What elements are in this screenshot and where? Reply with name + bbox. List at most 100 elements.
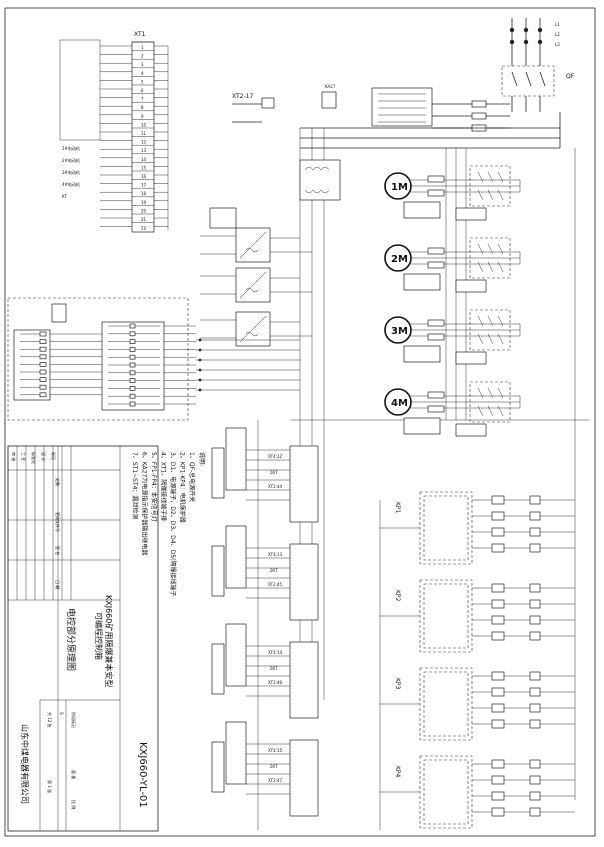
motor-label-1M: 1M [391,182,408,193]
psu-module-3 [200,311,312,347]
notes-heading: 说明: [198,452,206,466]
xt1-terminal-3: 3 [141,62,144,67]
sheet-border [4,7,596,837]
xt1-terminal-2: 2 [141,54,144,59]
incoming-terminal-2 [523,27,529,33]
weight-label: 重 量 [71,770,77,779]
xt1-terminal-1: 1 [141,45,144,50]
sheet-total: 共 12 张 [47,712,53,728]
xt1-terminal-21: 21 [141,217,147,222]
left-label-4: 4#电动机 [62,181,80,187]
psu-module-2 [200,267,312,303]
drawing-number: KXJ660-YL-01 [137,742,148,808]
rev-row-label-2: 工 艺 [21,452,26,461]
aux-xt4-3: XT4:14 [268,650,283,655]
psu-module-1 [200,227,312,263]
motor-label-4M: 4M [391,398,408,409]
fuse-2 [471,112,487,120]
aux-xt2-1: XT2:44 [268,484,283,489]
company-name: 山东中煤电器有限公司 [20,724,30,804]
plc-module [7,297,196,421]
psu-input-box [209,207,237,229]
aux-xt4-2: XT4:13 [268,552,283,557]
xt1-terminal-16: 16 [141,174,147,179]
xt1-terminal-14: 14 [141,157,147,162]
xt1-terminal-12: 12 [141,140,147,145]
protector-group-KP3: KP3 [380,667,575,741]
note-line-5: 5、FP1-FP4：本安信号灯 [150,452,158,522]
protector-label-KP4: KP4 [394,766,401,778]
aux-xt2-2: XT2:45 [268,582,283,587]
motor-label-2M: 2M [391,254,408,265]
xt1-terminal-6: 6 [141,88,144,93]
xt2-label: XT2-17 [232,93,253,100]
notes-block: 说明:1、QF-总电源开关2、KP1-KP4：电机保护器3、D1、电源端子、D2… [131,452,206,596]
s-label: S [59,712,64,715]
xt1-terminal-11: 11 [141,131,147,136]
fuse-1 [471,100,487,108]
power-supply-modules [196,207,312,392]
xt1-terminal-7: 7 [141,97,144,102]
motor-label-3M: 3M [391,326,408,337]
protector-label-KP2: KP2 [394,590,401,602]
xt1-terminal-8: 8 [141,105,144,110]
left-device-labels: 1#电动机 2#电动机 3#电动机 4#电动机 KT [62,145,80,199]
aux-xt2-4: XT2:47 [268,778,283,783]
xt1-terminal-19: 19 [141,200,147,205]
title-line2: 可编程控制箱 [94,612,104,660]
motor-4M: 4M [384,381,521,437]
title-block: 审 核工 艺标准化设 计标记处数更改文件号签 名日 期 KXJ660矿用隔爆兼本… [7,445,159,832]
sheet-index: 第 1 张 [47,780,53,793]
aux-007-1: 007 [270,470,278,475]
xt1-terminal-9: 9 [141,114,144,119]
aux-xt4-4: XT4:15 [268,748,283,753]
title-line3: 电控部分原理图 [65,608,77,671]
xt1-terminal-18: 18 [141,191,147,196]
protector-label-KP1: KP1 [394,502,401,514]
xt1-terminal-13: 13 [141,148,147,153]
motor-1M: 1M [384,165,521,221]
note-line-3: 3、D1、电源端子、D2、D3、D4、D5(隔爆接线端子 [169,452,177,596]
xt1-terminal-17: 17 [141,183,147,188]
title-line1: KXJ660矿用隔爆兼本安型 [104,595,114,687]
incoming-terminal-1 [509,27,515,33]
motor-2M: 2M [384,237,521,293]
aux-007-3: 007 [270,666,278,671]
scale-label: 比 例 [71,800,77,809]
xt1-terminal-22: 22 [141,226,147,231]
rev-row-label-3: 标准化 [31,452,37,464]
control-transformer [299,159,341,201]
left-label-1: 1#电动机 [62,145,80,151]
xt1-terminal-5: 5 [141,79,144,84]
rev-row-label-5: 标记 [51,452,57,460]
motor-branches: 1M 2M 3M 4M [384,165,521,437]
qf-breaker [501,65,555,97]
incoming-terminal-3 [537,27,543,33]
xt1-terminal-4: 4 [141,71,144,76]
motor-3M: 3M [384,309,521,365]
protector-group-KP1: KP1 [380,491,575,565]
aux-007-4: 007 [270,764,278,769]
l3-label: L3 [555,42,560,47]
note-line-4: 4、XT1、隔爆接线端子排 [160,452,168,521]
protector-group-KP4: KP4 [380,755,575,829]
note-line-2: 2、KP1-KP4：电机保护器 [179,452,187,523]
aux-xt4-1: XT4:12 [268,454,283,459]
xt1-terminal-10: 10 [141,122,147,127]
protector-label-KP3: KP3 [394,678,401,690]
l1-label: L1 [555,22,560,27]
xt1-terminal-20: 20 [141,208,147,213]
qf-label: QF [566,73,575,80]
power-input-area: XT2-17 KA27 QF L1 L2 L3 [232,18,575,132]
stage-label: 阶段标记 [71,712,77,728]
note-line-7: 7、ST1~ST4：漏泄检测 [131,452,139,519]
note-line-1: 1、QF-总电源开关 [188,452,196,502]
xt1-label: XT1 [134,31,146,38]
